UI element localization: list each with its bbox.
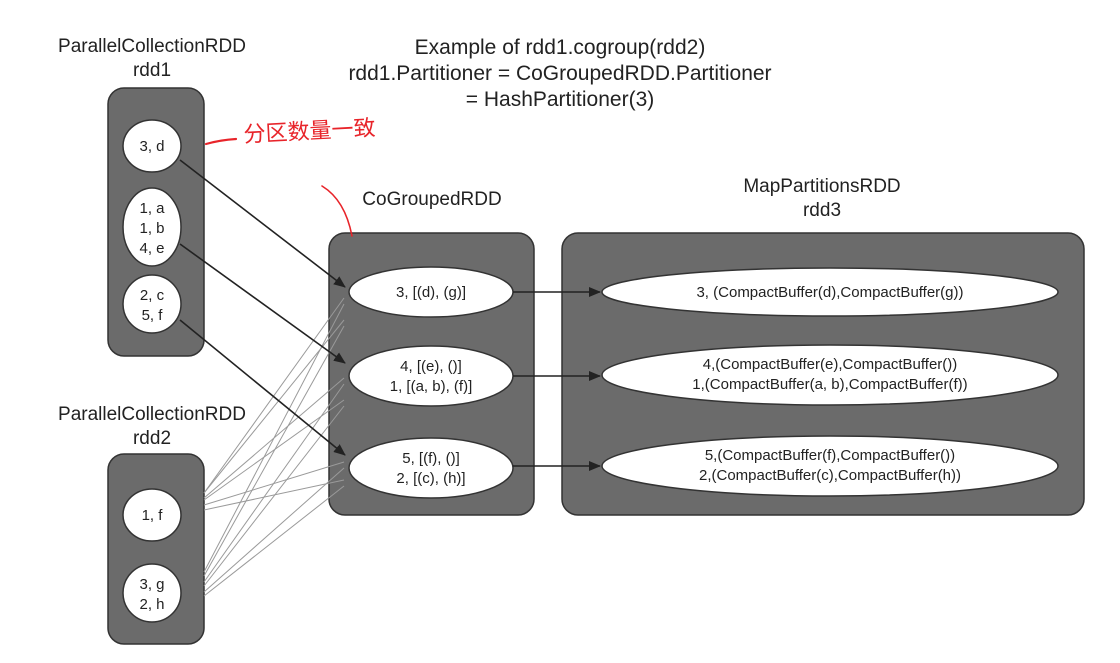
title-line-2: rdd1.Partitioner = CoGroupedRDD.Partitio… — [348, 62, 771, 85]
rdd3-p1-line-2: 1,(CompactBuffer(a, b),CompactBuffer(f)) — [692, 376, 967, 393]
rdd3-name-label: rdd3 — [803, 200, 841, 221]
rdd3-p1-line-1: 4,(CompactBuffer(e),CompactBuffer()) — [703, 356, 958, 373]
rdd3-partition: 5,(CompactBuffer(f),CompactBuffer()) 2,(… — [601, 435, 1059, 497]
rdd1-partition: 2, c 5, f — [122, 274, 182, 334]
cogrouped-p1-line-2: 1, [(a, b), (f)] — [390, 378, 473, 395]
annotation-text: 分区数量一致 — [243, 116, 376, 148]
rdd1-p1-line-3: 4, e — [139, 240, 164, 257]
rdd2-partition: 3, g 2, h — [122, 563, 182, 623]
cogrouped-p0-line-1: 3, [(d), (g)] — [396, 284, 466, 301]
cogrouped-partition: 5, [(f), ()] 2, [(c), (h)] — [348, 437, 514, 499]
rdd2-partition: 1, f — [122, 488, 182, 542]
rdd1-p1-line-2: 1, b — [139, 220, 164, 237]
rdd1-type-label: ParallelCollectionRDD — [58, 36, 246, 57]
cogrouped-p2-line-2: 2, [(c), (h)] — [396, 470, 465, 487]
map-arrows — [513, 287, 601, 471]
shuffle-lines — [203, 297, 345, 597]
rdd1-p2-line-2: 5, f — [142, 307, 164, 324]
rdd2-type-label: ParallelCollectionRDD — [58, 404, 246, 425]
rdd3-p0-line-1: 3, (CompactBuffer(d),CompactBuffer(g)) — [696, 284, 963, 301]
rdd3-partition: 3, (CompactBuffer(d),CompactBuffer(g)) — [601, 267, 1059, 317]
rdd3-partition: 4,(CompactBuffer(e),CompactBuffer()) 1,(… — [601, 344, 1059, 406]
rdd1-name-label: rdd1 — [133, 60, 171, 81]
rdd2-p0-line-1: 1, f — [142, 507, 164, 524]
rdd1-p0-line-1: 3, d — [139, 138, 164, 155]
rdd3-p2-line-2: 2,(CompactBuffer(c),CompactBuffer(h)) — [699, 467, 961, 484]
rdd1-partition: 1, a 1, b 4, e — [122, 187, 182, 267]
cogrouped-type-label: CoGroupedRDD — [362, 189, 501, 210]
rdd2-name-label: rdd2 — [133, 428, 171, 449]
cogrouped-p1-line-1: 4, [(e), ()] — [400, 358, 462, 375]
diagram-title: Example of rdd1.cogroup(rdd2) rdd1.Parti… — [348, 36, 771, 111]
cogrouped-partition: 4, [(e), ()] 1, [(a, b), (f)] — [348, 345, 514, 407]
rdd1-p2-line-1: 2, c — [140, 287, 165, 304]
rdd3-p2-line-1: 5,(CompactBuffer(f),CompactBuffer()) — [705, 447, 955, 464]
cogrouped-partition: 3, [(d), (g)] — [348, 266, 514, 318]
rdd2-p1-line-1: 3, g — [139, 576, 164, 593]
title-line-3: = HashPartitioner(3) — [466, 88, 655, 111]
cogrouped-p2-line-1: 5, [(f), ()] — [402, 450, 460, 467]
title-line-1: Example of rdd1.cogroup(rdd2) — [415, 36, 706, 59]
rdd2-p1-line-2: 2, h — [139, 596, 164, 613]
rdd1-p1-line-1: 1, a — [139, 200, 165, 217]
rdd1-partition: 3, d — [122, 119, 182, 173]
handwritten-annotation: 分区数量一致 — [204, 116, 376, 237]
rdd3-type-label: MapPartitionsRDD — [743, 176, 900, 197]
rdd1-arrows — [179, 159, 346, 456]
